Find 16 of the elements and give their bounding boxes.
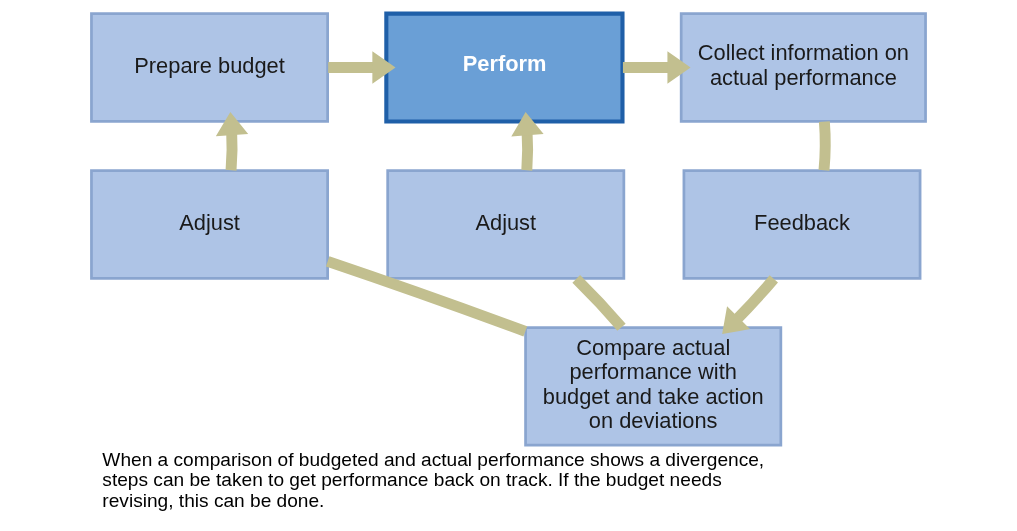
arrow	[622, 51, 691, 84]
connector	[325, 256, 528, 337]
connector	[818, 121, 831, 171]
arrow	[215, 112, 249, 171]
caption: When a comparison of budgeted and actual performance shows a divergence, steps can be taken to get performance back on track. If the budget needs revising, this can be done.	[102, 448, 765, 511]
node-box: Perform	[384, 11, 625, 124]
arrow	[722, 275, 778, 335]
node-box: Prepare budget	[90, 12, 329, 123]
node-box: Adjust	[90, 169, 329, 280]
arrow	[328, 51, 396, 84]
node-box: Collect information on actual performance	[679, 12, 927, 123]
connector	[572, 275, 626, 331]
node-box: Compare actual performance with budget and take action on deviations	[524, 326, 783, 447]
arrow	[511, 112, 544, 171]
node-box: Feedback	[682, 169, 922, 280]
node-box: Adjust	[386, 169, 626, 280]
